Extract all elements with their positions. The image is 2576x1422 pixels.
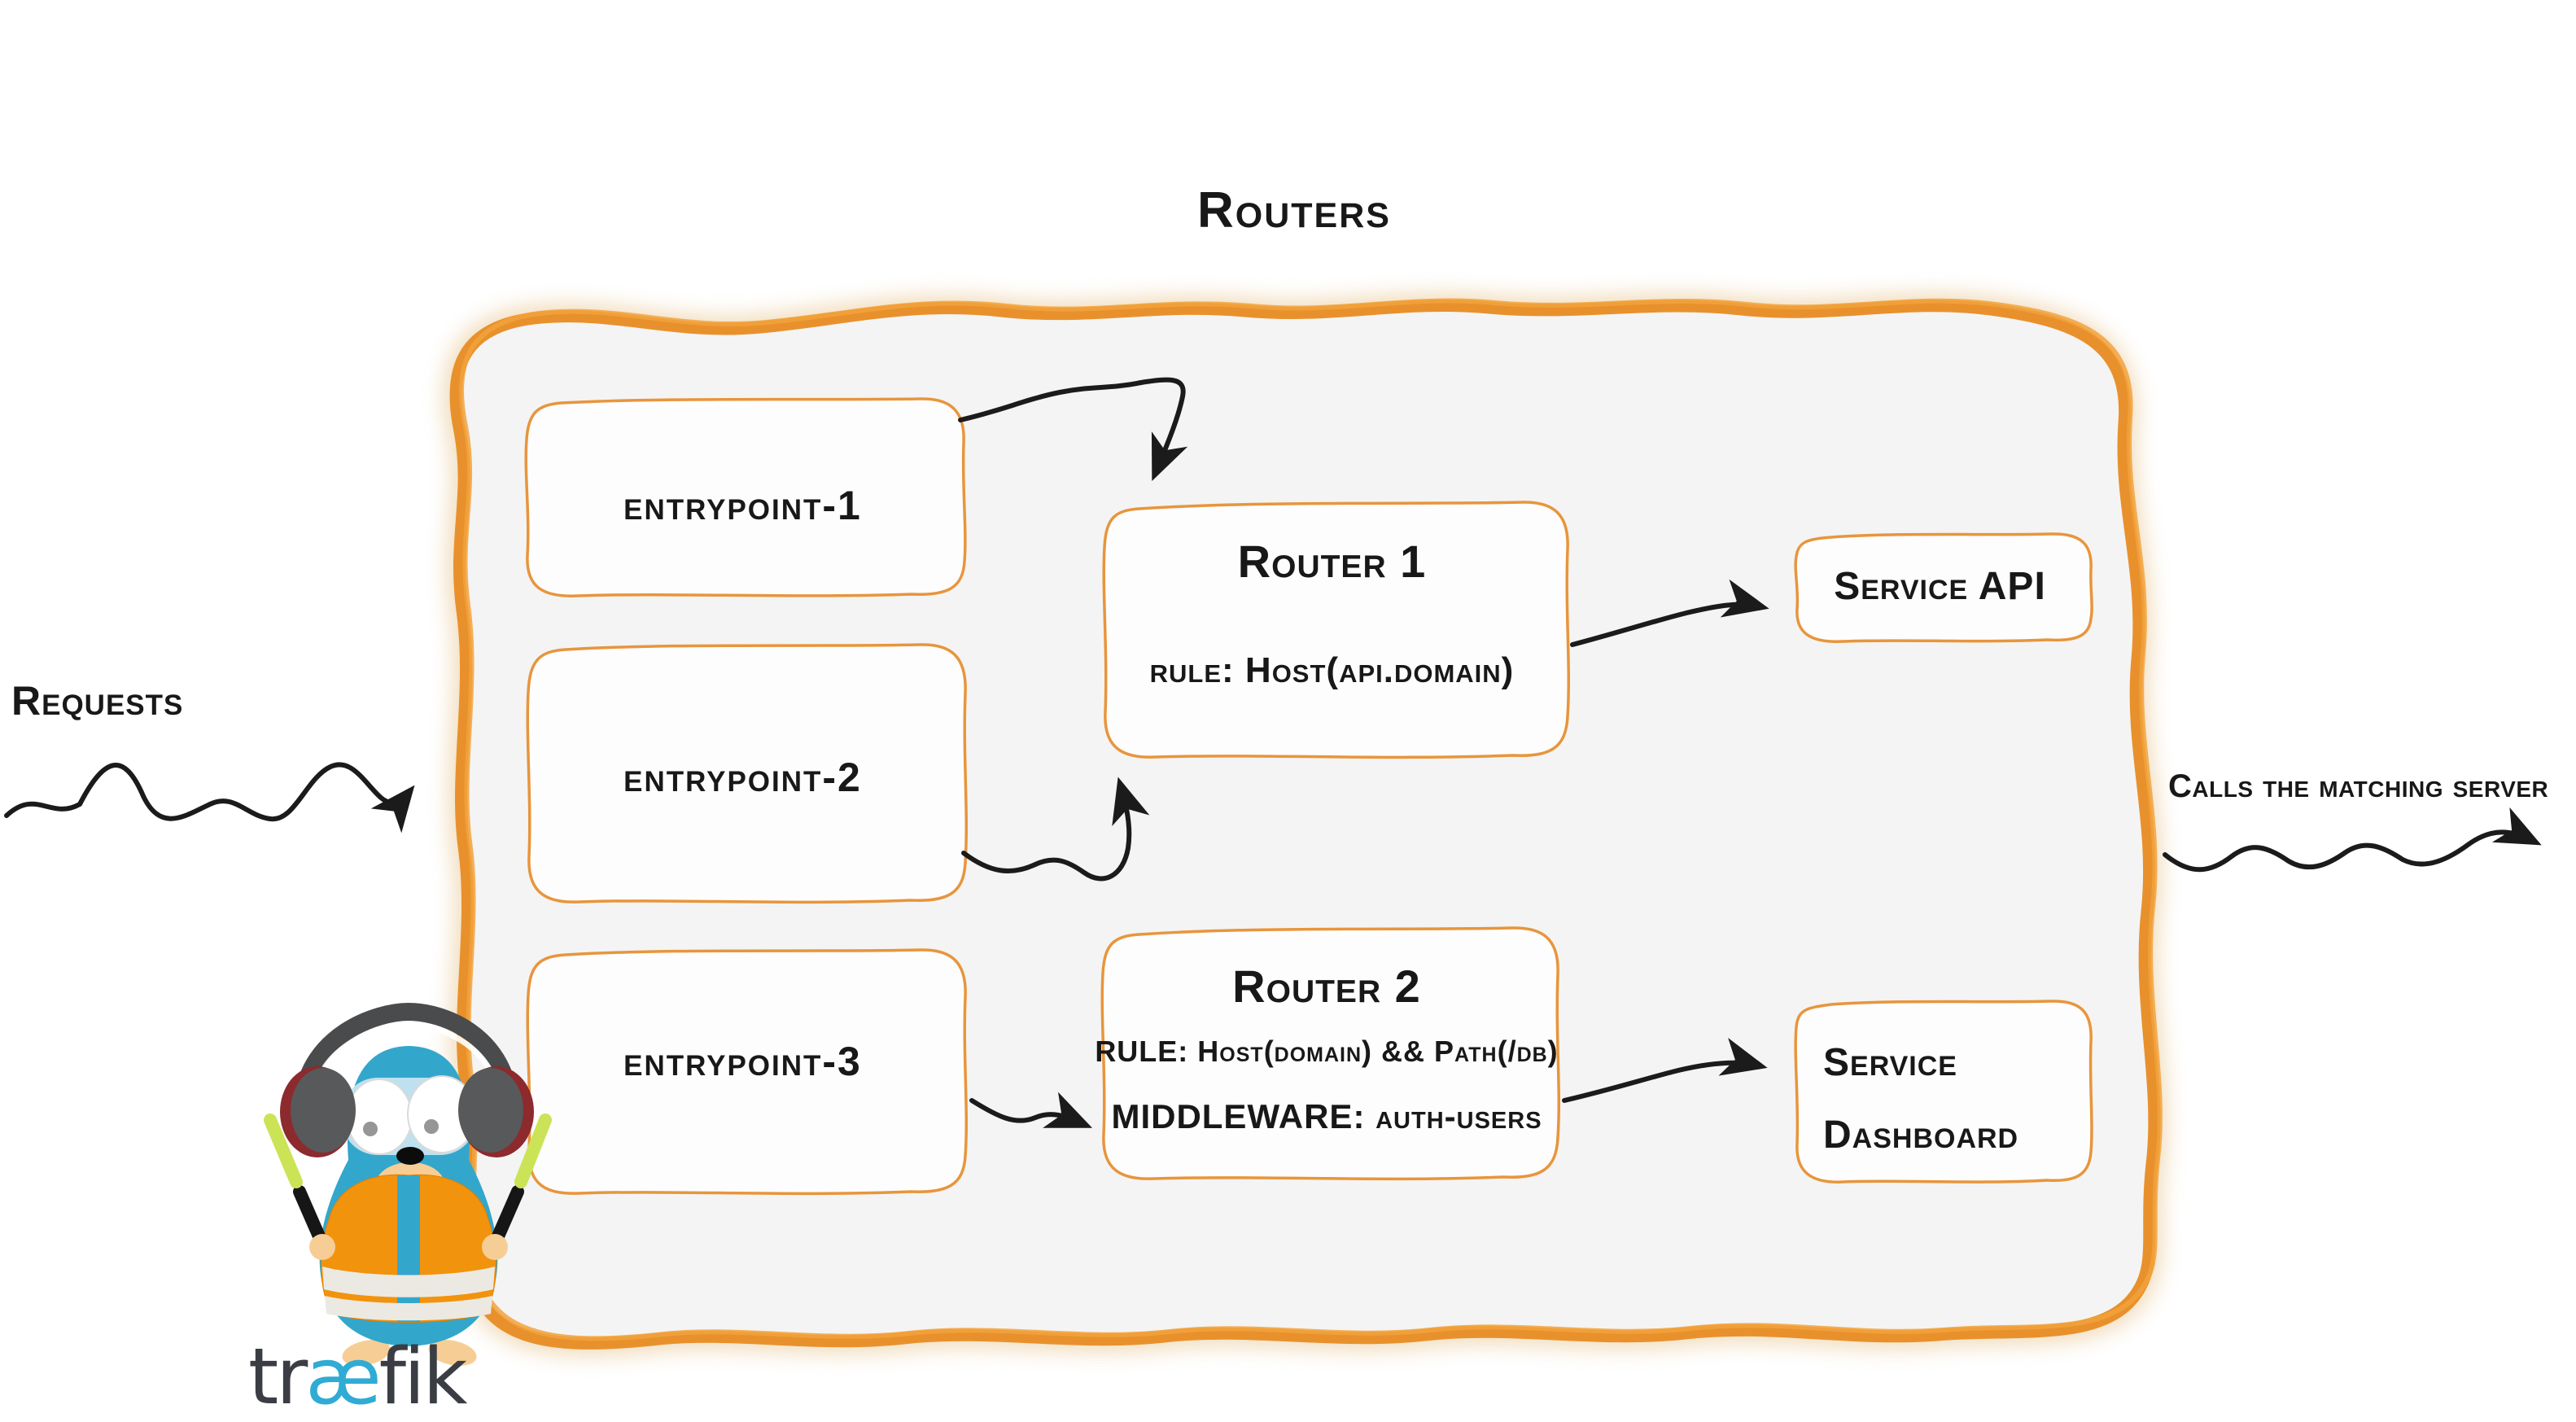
vest-center-gap [397,1175,420,1322]
wordmark-ligature: æ [305,1332,381,1422]
headphones-band-stripe [309,1022,503,1101]
requests-label: Requests [11,678,184,724]
router-1-name: Router 1 [1237,536,1427,587]
entrypoint-2-box [526,643,969,904]
entrypoint2-to-router1-arrow [961,777,1150,882]
gopher-left-hand [309,1234,335,1260]
calls-label: Calls the matching server [2168,768,2549,804]
traefik-wordmark: træfik [248,1339,467,1416]
gopher-right-foot [428,1340,477,1366]
left-baton-glow [264,1114,303,1188]
diagram-title: Routers [1197,182,1391,238]
headphones-band [294,1002,518,1102]
entrypoint-3-box [526,948,969,1196]
wordmark-suffix: fik [378,1332,468,1422]
gopher-right-hand [482,1234,508,1260]
left-earcup [291,1068,356,1153]
entrypoint-1-label: entrypoint-1 [623,483,862,528]
gopher-left-eye [346,1079,413,1155]
router1-to-service-api-arrow [1570,579,1769,647]
entrypoint-1-box [524,397,967,597]
gopher-left-foot [342,1340,391,1366]
arrows [4,377,2542,1128]
entrypoint3-to-router2-arrow [969,1092,1093,1128]
router-2-rule: RULE: Host(domain) && Path(/db) [1095,1035,1559,1068]
service-api-label: Service API [1834,565,2046,608]
router-2-middleware: MIDDLEWARE: auth-users [1111,1097,1542,1135]
router2-to-service-dashboard-arrow [1562,1038,1768,1103]
entrypoint-3-label: entrypoint-3 [623,1039,862,1084]
wordmark-prefix: tr [248,1332,308,1422]
gopher-nose [396,1147,424,1165]
traefik-gopher-logo [264,1002,552,1366]
router-2-name: Router 2 [1232,960,1421,1012]
router-2-box [1100,926,1561,1181]
service-dashboard-label: Service Dashboard [1823,1041,2019,1157]
router-1-box [1102,501,1571,759]
vest-stripe-bottom [325,1296,492,1321]
entrypoint1-to-router1-arrow [958,377,1188,482]
router-1-rule: rule: Host(api.domain) [1149,650,1515,690]
right-earcup [458,1068,523,1153]
vest-stripe-top [322,1267,495,1297]
service-api-box [1794,532,2093,643]
right-baton-glow [514,1114,552,1188]
requests-arrow [4,762,415,834]
gopher-right-pupil [424,1119,439,1134]
entrypoint-2-label: entrypoint-2 [623,755,862,800]
calls-arrow [2163,807,2542,873]
service-dashboard-box [1794,1000,2093,1184]
gopher-left-pupil [363,1122,378,1136]
